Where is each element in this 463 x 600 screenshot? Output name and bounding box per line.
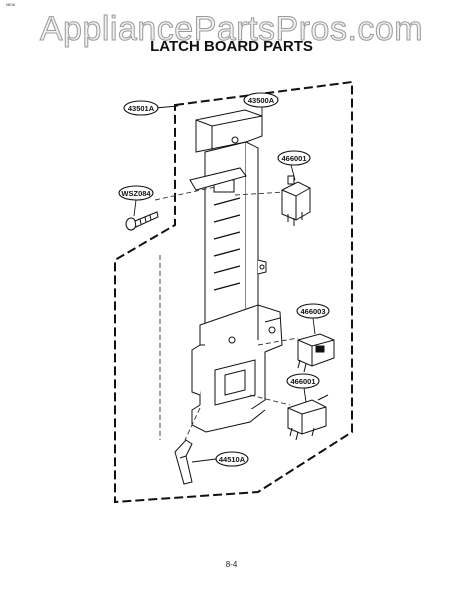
callout-switch-bottom-label: 466001 — [290, 377, 315, 386]
callout-frame-label: 43501A — [128, 104, 155, 113]
callout-switch-middle-label: 466003 — [300, 307, 325, 316]
callout-switch-bottom: 466001 — [286, 373, 320, 389]
screw-part — [125, 211, 159, 231]
page-number: 8-4 — [225, 560, 238, 569]
switch-bottom-part — [287, 394, 329, 441]
callout-frame: 43501A — [123, 100, 159, 116]
latch-board-body — [189, 109, 283, 433]
callout-screw-label: WSZ084 — [121, 189, 151, 198]
callout-switch-top-label: 466001 — [281, 154, 306, 163]
assembly-boundary — [114, 80, 353, 504]
callout-lever: 44510A — [215, 451, 249, 467]
callout-switch-middle: 466003 — [296, 303, 330, 319]
callout-switch-top: 466001 — [277, 150, 311, 166]
callout-latch-board: 43500A — [243, 92, 279, 108]
callout-lever-label: 44510A — [219, 455, 246, 464]
switch-middle-part — [297, 333, 335, 373]
watermark: AppliancePartsPros.com — [39, 10, 424, 49]
alignment-lines — [154, 186, 299, 441]
lever-part — [174, 439, 193, 485]
callout-latch-board-label: 43500A — [248, 96, 275, 105]
page-title: LATCH BOARD PARTS — [150, 38, 313, 55]
leader-lines — [133, 105, 316, 463]
corner-mark: ᴹᴱᴬᴵ — [6, 3, 16, 10]
switch-top-part — [281, 175, 311, 226]
callout-screw: WSZ084 — [118, 185, 154, 201]
